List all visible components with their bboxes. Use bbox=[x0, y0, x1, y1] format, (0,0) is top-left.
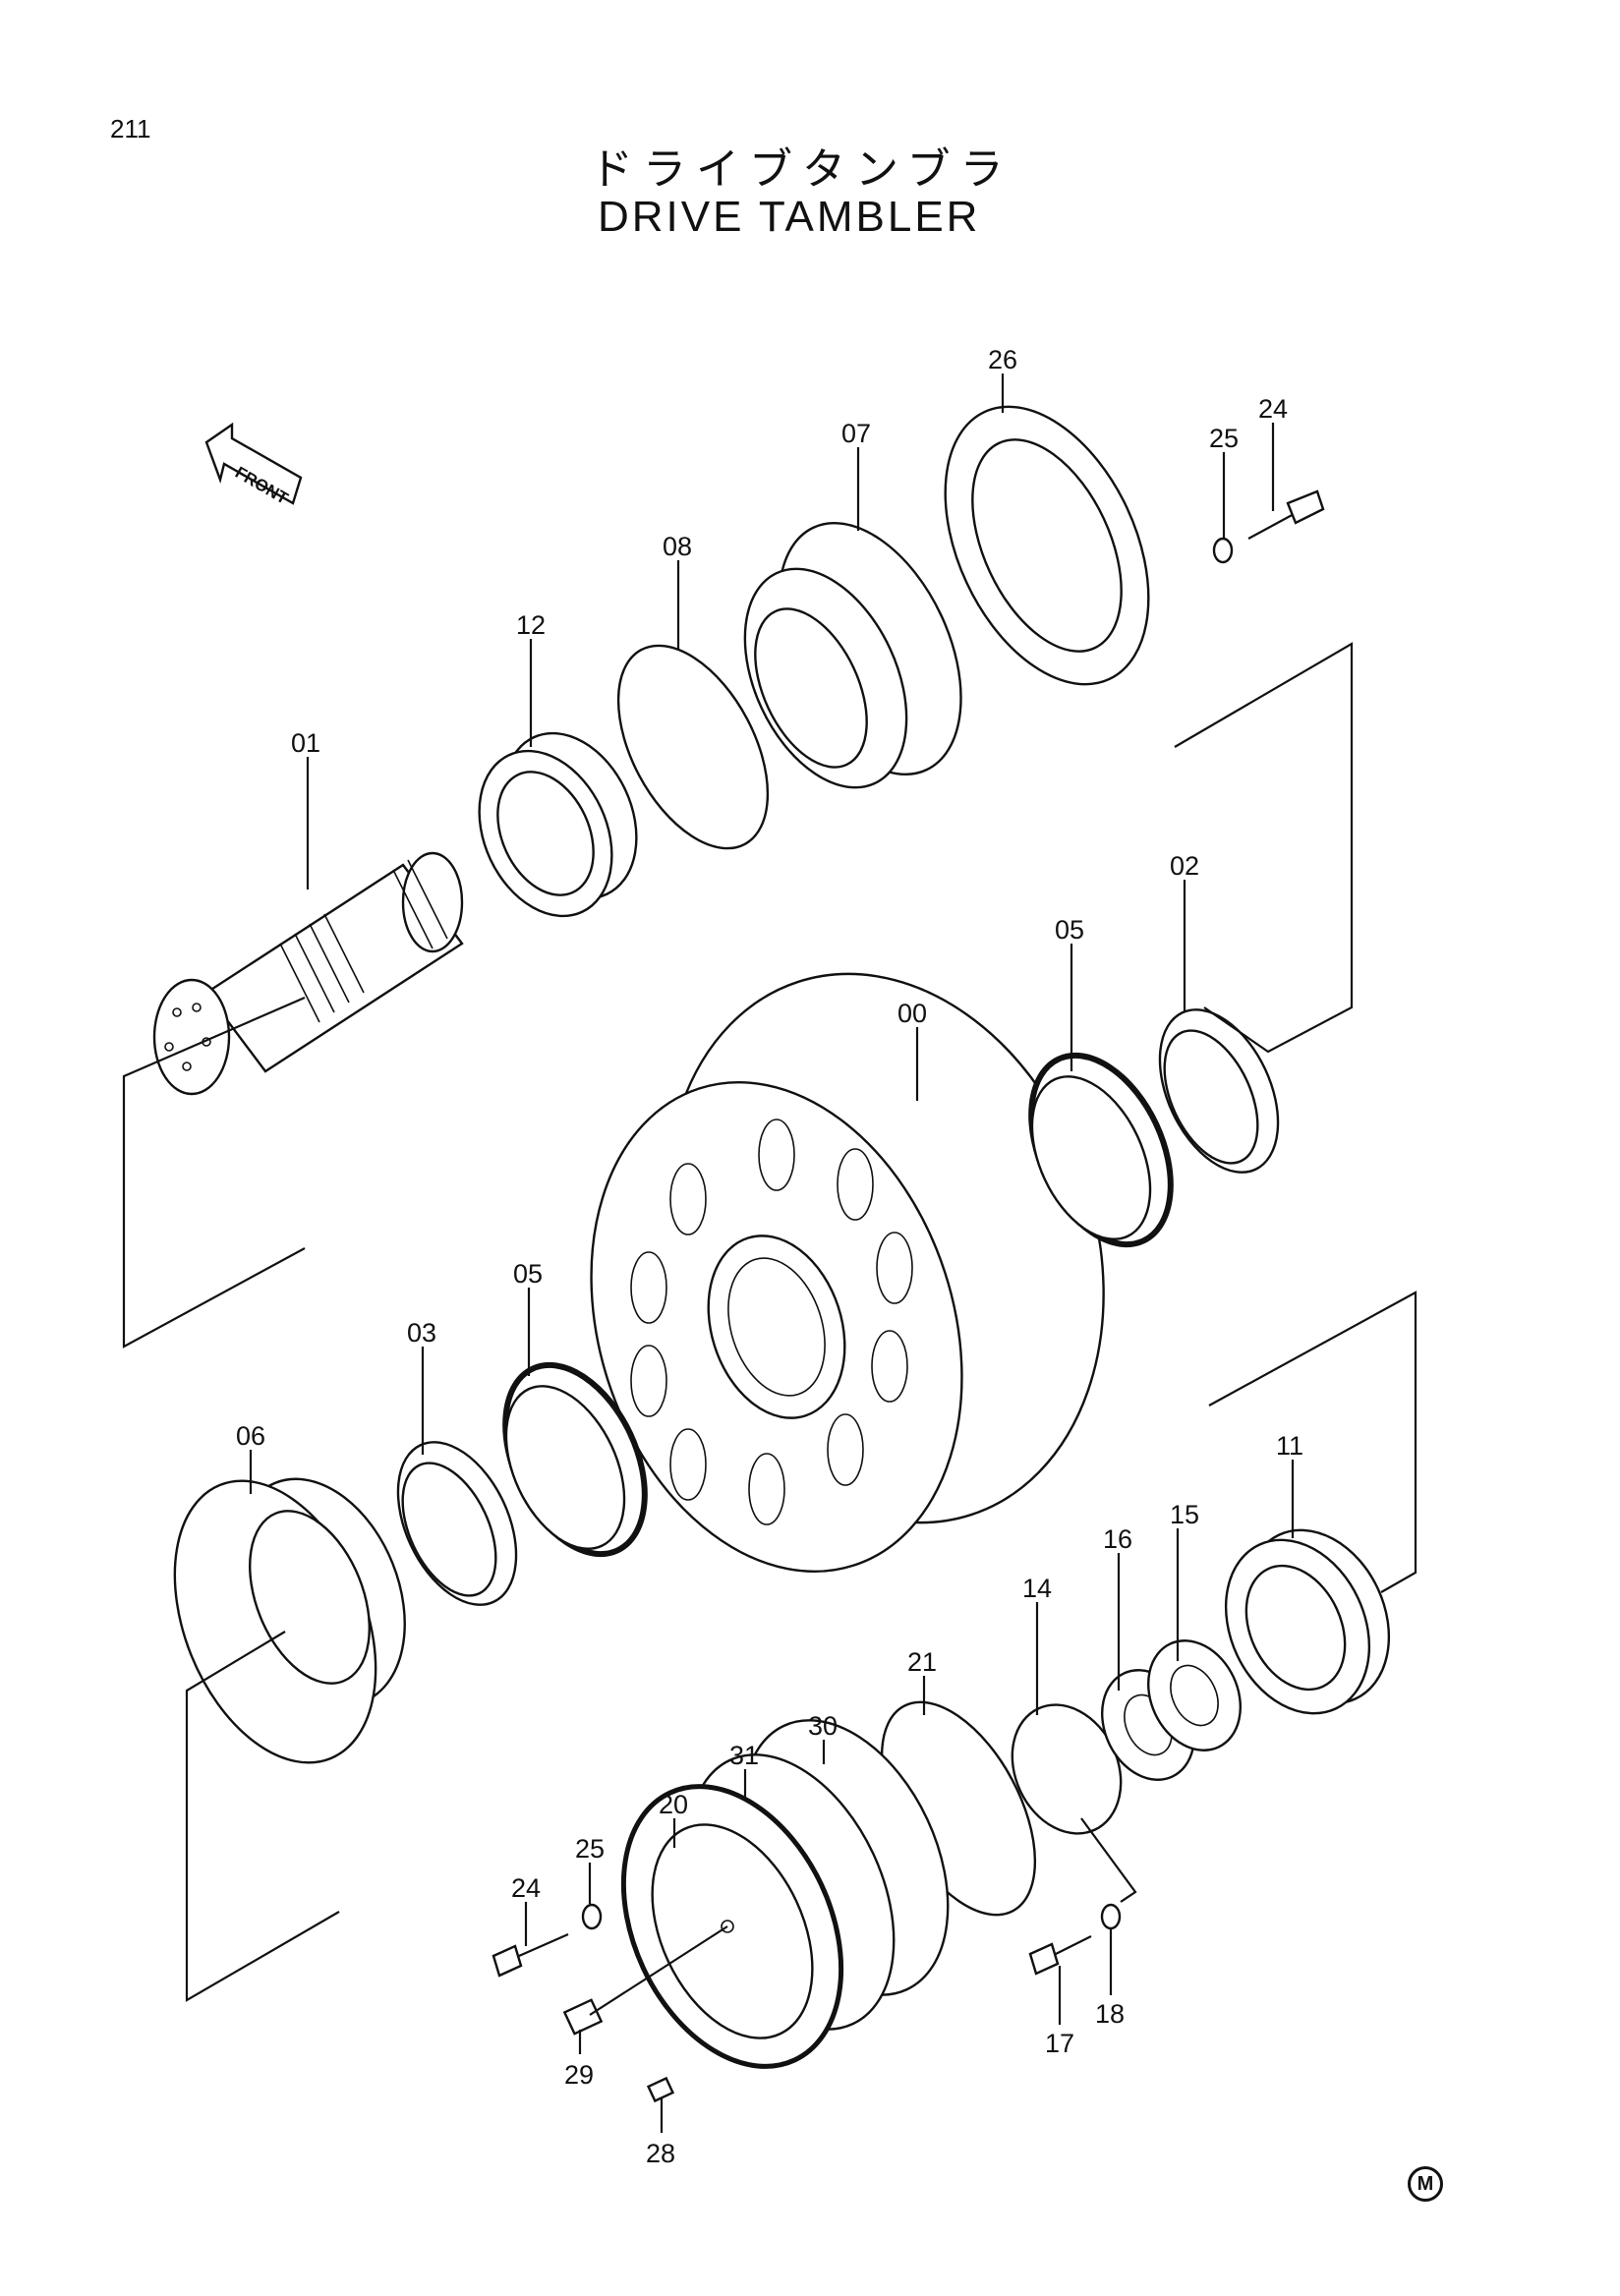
label-02: 02 bbox=[1170, 851, 1199, 881]
label-12: 12 bbox=[516, 610, 546, 640]
label-28: 28 bbox=[646, 2139, 675, 2168]
label-24-top: 24 bbox=[1258, 394, 1288, 424]
label-08: 08 bbox=[663, 532, 692, 561]
part-25-washer-lower bbox=[581, 1903, 603, 1930]
leader-lines bbox=[122, 373, 1418, 2133]
label-00: 00 bbox=[897, 999, 927, 1028]
label-05-upper: 05 bbox=[1055, 915, 1084, 945]
part-15-plate bbox=[1146, 1639, 1243, 1751]
label-15: 15 bbox=[1170, 1500, 1199, 1529]
part-00-sprocket bbox=[590, 972, 1105, 1574]
label-18: 18 bbox=[1095, 1999, 1125, 2029]
label-29: 29 bbox=[564, 2060, 594, 2090]
part-labels: 00 01 02 03 05 05 06 07 08 11 12 14 15 1… bbox=[236, 345, 1303, 2168]
label-16: 16 bbox=[1103, 1524, 1132, 1554]
maker-mark: M bbox=[1408, 2166, 1443, 2202]
label-20: 20 bbox=[659, 1790, 688, 1819]
label-21: 21 bbox=[907, 1647, 937, 1677]
label-11: 11 bbox=[1276, 1431, 1303, 1461]
part-08-o-ring bbox=[616, 644, 770, 850]
label-25-top: 25 bbox=[1209, 424, 1239, 453]
part-25-washer-top bbox=[1212, 537, 1234, 564]
part-28-pin bbox=[646, 2076, 675, 2103]
label-14: 14 bbox=[1022, 1574, 1052, 1603]
part-26-flange bbox=[944, 405, 1150, 686]
page-number: 211 bbox=[110, 114, 151, 144]
part-05-seal-lower bbox=[502, 1361, 648, 1558]
part-06-hub bbox=[173, 1477, 406, 1764]
label-26: 26 bbox=[988, 345, 1017, 374]
title-japanese: ドライブタンブラ bbox=[590, 144, 1013, 195]
part-18-washer bbox=[1100, 1903, 1122, 1930]
part-20-segment-ring bbox=[620, 1784, 844, 2069]
label-31: 31 bbox=[729, 1741, 759, 1770]
label-24-lower: 24 bbox=[511, 1873, 541, 1903]
part-05-seal-upper bbox=[1028, 1052, 1174, 1248]
part-24-bolt-lower bbox=[492, 1932, 569, 1978]
label-30: 30 bbox=[808, 1711, 838, 1741]
label-25-lower: 25 bbox=[575, 1834, 605, 1864]
part-03-race bbox=[396, 1441, 518, 1606]
label-03: 03 bbox=[407, 1318, 436, 1348]
part-29-plug bbox=[562, 1998, 604, 2036]
title-english: DRIVE TAMBLER bbox=[598, 193, 981, 241]
label-05-lower: 05 bbox=[513, 1259, 543, 1289]
part-02-race bbox=[1158, 1008, 1280, 1174]
label-06: 06 bbox=[236, 1421, 265, 1451]
label-01: 01 bbox=[291, 728, 320, 758]
part-01-shaft bbox=[152, 851, 464, 1096]
label-07: 07 bbox=[841, 419, 871, 448]
part-12-bearing bbox=[478, 731, 638, 918]
front-arrow-icon: FRONT bbox=[204, 422, 303, 508]
part-11-bearing bbox=[1224, 1528, 1391, 1715]
label-17: 17 bbox=[1045, 2029, 1074, 2058]
part-24-bolt-top bbox=[1247, 489, 1325, 540]
part-07-hub bbox=[743, 521, 962, 789]
part-17-bolt bbox=[1028, 1935, 1092, 1976]
